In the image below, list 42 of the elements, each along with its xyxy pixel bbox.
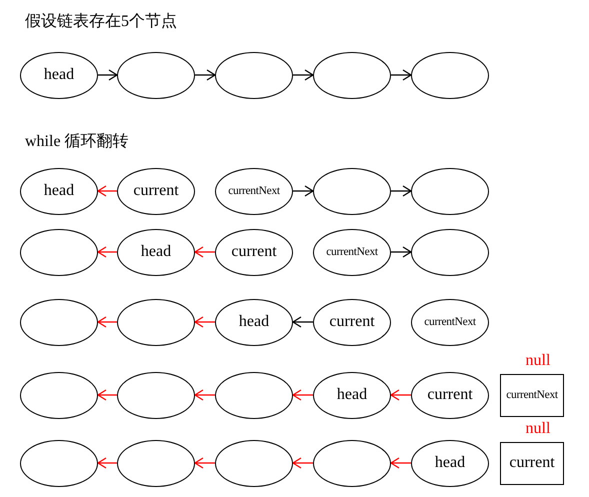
node-label: head xyxy=(44,181,74,201)
node-label: current xyxy=(427,385,473,405)
arrow xyxy=(194,389,215,401)
node-label: current xyxy=(329,312,375,332)
arrow xyxy=(292,457,313,469)
node-label: head xyxy=(238,312,270,332)
arrow xyxy=(97,316,117,328)
node-label: current xyxy=(133,181,179,201)
arrow xyxy=(97,389,117,401)
node-label: current xyxy=(509,453,555,473)
arrow xyxy=(390,457,411,469)
arrow xyxy=(391,69,412,81)
arrow xyxy=(195,69,216,81)
node-label: currentNext xyxy=(326,244,378,260)
arrow xyxy=(293,185,314,197)
node-label: currentNext xyxy=(228,184,280,198)
node-label: currentNext xyxy=(424,314,476,330)
arrow xyxy=(194,246,215,258)
node-caption: null xyxy=(524,420,552,438)
node-label: head xyxy=(336,385,368,405)
node-label: head xyxy=(140,242,172,262)
heading-text: 假设链表存在5个节点 xyxy=(25,12,177,32)
arrow xyxy=(292,389,313,401)
box-node xyxy=(500,442,564,484)
heading-text: while 循环翻转 xyxy=(25,132,129,152)
arrow xyxy=(391,185,412,197)
node-label: head xyxy=(434,453,466,473)
node-label: head xyxy=(44,65,74,85)
arrow xyxy=(390,389,411,401)
arrow xyxy=(97,457,117,469)
arrow xyxy=(293,69,314,81)
arrow xyxy=(97,246,117,258)
arrow xyxy=(194,316,215,328)
node-label: currentNext xyxy=(506,388,558,402)
box-node xyxy=(500,374,564,416)
node-caption: null xyxy=(524,352,552,370)
arrow xyxy=(292,316,313,328)
arrow xyxy=(98,69,118,81)
node-label: current xyxy=(231,242,277,262)
arrow xyxy=(391,246,412,258)
arrow xyxy=(97,185,117,197)
arrow xyxy=(194,457,215,469)
